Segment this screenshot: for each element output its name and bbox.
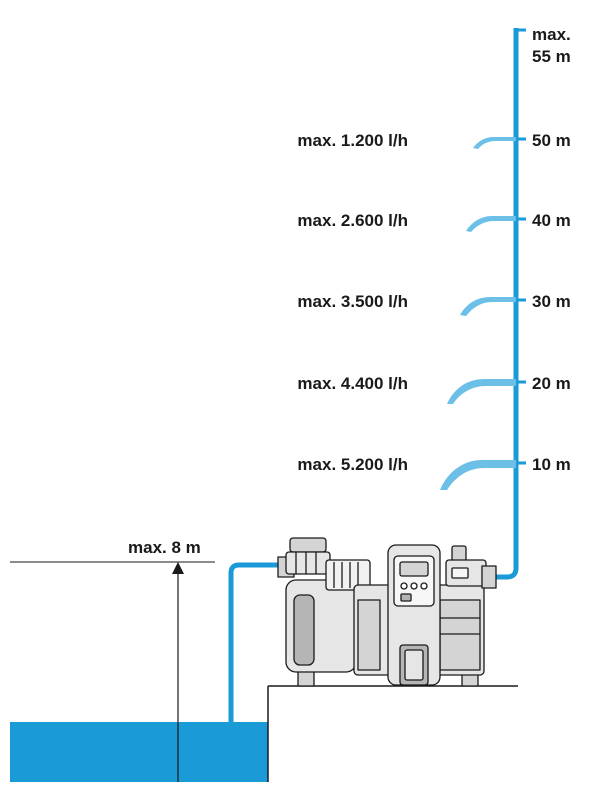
height-label-20: 20 m [532, 374, 571, 393]
height-label-40: 40 m [532, 211, 571, 230]
water-jet-10 [440, 460, 516, 490]
pump-button-2 [410, 582, 418, 590]
pump-button-1 [400, 582, 408, 590]
flow-label-10: max. 5.200 l/h [297, 455, 408, 474]
flow-label-50: max. 1.200 l/h [297, 131, 408, 150]
height-label-10: 10 m [532, 455, 571, 474]
pump-display [399, 561, 429, 577]
water-reservoir [10, 722, 268, 782]
suction-pipe [228, 562, 285, 722]
pump-illustration [277, 537, 497, 687]
water-jet-20 [447, 379, 516, 404]
pump-filter-shade [293, 594, 315, 666]
flow-label-20: max. 4.400 l/h [297, 374, 408, 393]
height-label-30: 30 m [532, 292, 571, 311]
flow-label-30: max. 3.500 l/h [297, 292, 408, 311]
suction-height-label: max. 8 m [128, 538, 201, 557]
pump-label-plate [451, 567, 469, 579]
pump-filter-cap [289, 537, 327, 553]
pump-outlet-connector [481, 565, 497, 589]
pump-button-3 [420, 582, 428, 590]
pump-filter-window [325, 559, 371, 591]
pump-filter-cap-base [285, 551, 331, 575]
pump-handle-grip [404, 649, 424, 681]
discharge-pipe [495, 28, 519, 580]
water-jet-50 [473, 137, 516, 149]
pump-motor-rib-1 [357, 599, 381, 671]
height-label-50: 50 m [532, 131, 571, 150]
suction-arrow-head [172, 562, 184, 574]
water-jet-30 [460, 297, 516, 316]
height-ticks [516, 28, 526, 465]
height-label-max-line1: max. [532, 25, 571, 44]
height-label-max-line2: 55 m [532, 47, 571, 66]
flow-label-40: max. 2.600 l/h [297, 211, 408, 230]
pump-motor-rib-2 [439, 599, 481, 671]
pump-indicator [400, 593, 412, 602]
water-jet-40 [466, 216, 516, 232]
